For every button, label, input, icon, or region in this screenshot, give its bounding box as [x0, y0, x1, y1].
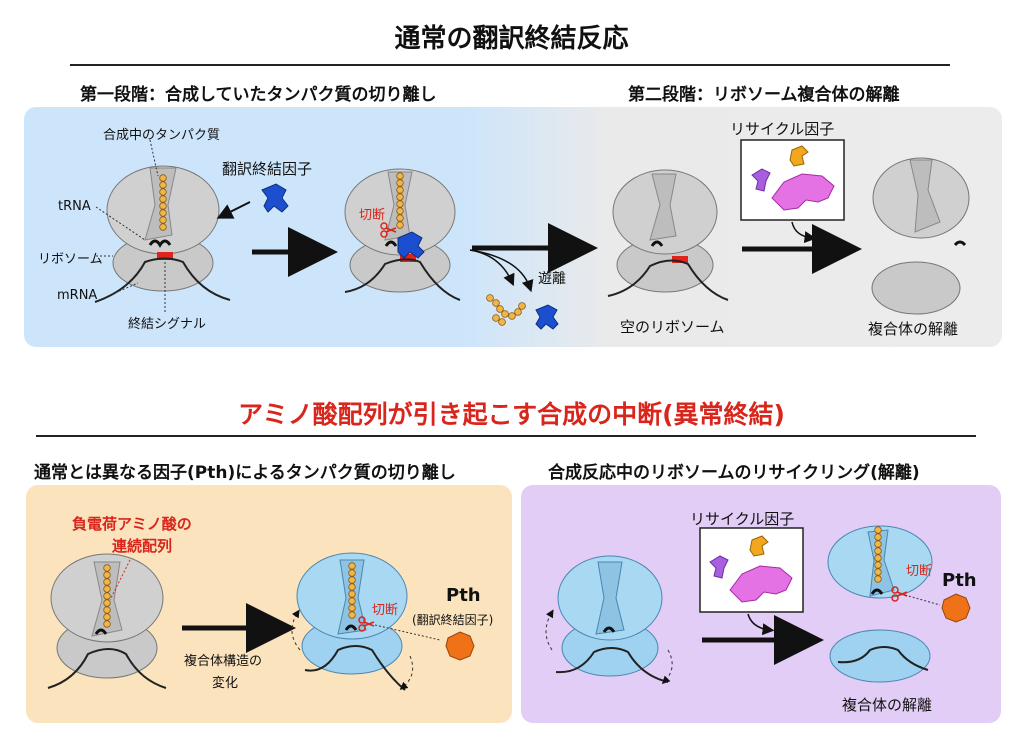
label-neg-charge-2: 連続配列 [112, 537, 173, 555]
label-dissociation-2: 複合体の解離 [842, 696, 933, 714]
label-structure-change-2: 変化 [212, 676, 239, 691]
section2-divider [36, 435, 976, 437]
label-pth-desc: (翻訳終結因子) [412, 613, 494, 627]
label-recycling-factor-2: リサイクル因子 [690, 510, 795, 528]
section1-divider [70, 64, 950, 66]
label-recycling-factor-1: リサイクル因子 [730, 120, 835, 138]
section1-title: 通常の翻訳終結反応 [394, 24, 629, 54]
ribosome-4 [296, 552, 408, 691]
release-factor-icon [261, 183, 289, 213]
label-dissociation-1: 複合体の解離 [868, 320, 959, 338]
label-ribosome: リボソーム [38, 252, 103, 267]
label-release-factor: 翻訳終結因子 [222, 160, 313, 178]
label-pth-2: Pth [942, 570, 977, 591]
released-protein [486, 294, 526, 326]
label-mrna: mRNA [57, 288, 98, 303]
label-neg-charge-1: 負電荷アミノ酸の [72, 515, 192, 533]
ribosome-1 [94, 165, 231, 303]
label-structure-change-1: 複合体構造の [184, 654, 263, 669]
label-cleavage-2: 切断 [372, 603, 399, 618]
label-trna: tRNA [58, 199, 91, 214]
label-cleavage-3: 切断 [906, 564, 933, 579]
scissors-icon [380, 222, 397, 238]
dissociated-ribosome-2 [827, 525, 933, 683]
dissociated-ribosome-1 [871, 157, 970, 315]
section1-stage2-heading: 第二段階：リボソーム複合体の解離 [628, 85, 900, 105]
empty-ribosome [607, 169, 729, 301]
pth-icon [445, 631, 475, 661]
ribosome-3 [47, 553, 167, 689]
ribosome-5 [555, 555, 669, 683]
label-stop-signal: 終結シグナル [128, 317, 207, 332]
section2-stage2-heading: 合成反応中のリボソームのリサイクリング(解離) [548, 463, 920, 483]
label-release: 遊離 [538, 271, 566, 287]
ribosome-2 [344, 168, 461, 301]
label-pth-1: Pth [446, 585, 481, 606]
section2-stage1-heading: 通常とは異なる因子(Pth)によるタンパク質の切り離し [34, 463, 456, 483]
section2-title: アミノ酸配列が引き起こす合成の中断(異常終結) [238, 400, 785, 429]
section1-stage1-heading: 第一段階：合成していたタンパク質の切り離し [80, 85, 437, 105]
recycling-factor-icon [709, 555, 729, 579]
stop-signal-1 [157, 252, 173, 260]
label-cleavage-1: 切断 [359, 208, 386, 223]
label-empty-ribosome: 空のリボソーム [620, 318, 725, 336]
label-nascent-protein: 合成中のタンパク質 [103, 128, 221, 143]
